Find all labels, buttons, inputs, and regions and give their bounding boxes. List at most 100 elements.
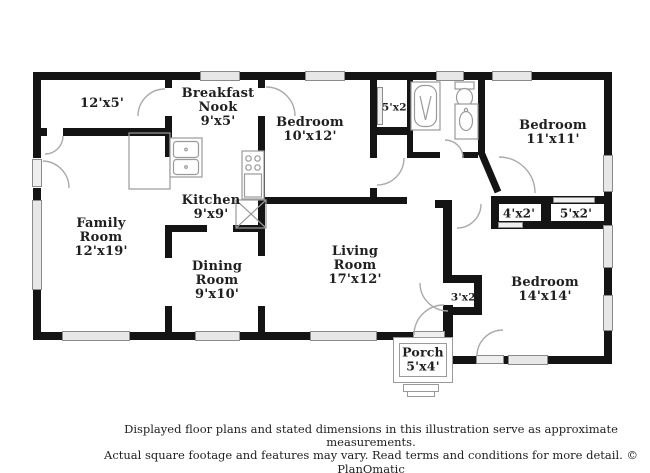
room-label-porch: Porch 5'x4' (402, 344, 444, 373)
door-arc (44, 135, 64, 155)
wall (462, 152, 478, 158)
window (603, 225, 613, 268)
bathtub (410, 81, 441, 131)
room-name: Breakfast (181, 85, 255, 101)
wall (370, 188, 377, 204)
door-leaf (476, 355, 504, 364)
room-name: Room (195, 272, 239, 288)
wall (41, 128, 47, 136)
kitchen-sink (169, 137, 203, 178)
wall (258, 80, 265, 88)
room-dims: 10'x12' (283, 129, 337, 144)
room-dims: 3'x2' (450, 291, 480, 304)
wall (541, 196, 551, 229)
door-arc (456, 203, 482, 229)
wall (258, 116, 265, 256)
wall-outer-right (604, 72, 612, 364)
window (508, 355, 548, 365)
room-label-family-room: Family Room 12'x19' (74, 215, 127, 259)
wall-diagonal (477, 150, 502, 194)
room-label-dining-room: Dining Room 9'x10' (191, 258, 243, 303)
room-name: Living (331, 243, 379, 259)
window (305, 71, 345, 81)
door-arc (137, 88, 166, 117)
porch-outline-inner (399, 343, 447, 377)
bathroom-sink (454, 103, 479, 140)
wall (165, 116, 172, 157)
room-name: Family (76, 215, 126, 231)
wall (445, 307, 482, 315)
room-label-bedroom-10x12: Bedroom 10'x12' (276, 114, 344, 144)
window (195, 331, 240, 341)
room-label-bedroom-11x11: Bedroom 11'x11' (519, 117, 587, 147)
room-name: Nook (198, 99, 238, 115)
wall (407, 152, 440, 158)
room-name: Porch (402, 344, 444, 360)
wall (478, 80, 485, 155)
room-dims: 11'x11' (526, 132, 580, 147)
room-label-breakfast-nook: Breakfast Nook 9'x5' (181, 85, 255, 129)
wall (370, 80, 377, 158)
door-arc (42, 160, 70, 189)
closet-door (553, 197, 595, 203)
door-arc (265, 86, 296, 117)
room-label-living-room: Living Room 17'x12' (328, 243, 382, 288)
disclaimer-line-1: Displayed floor plans and stated dimensi… (124, 422, 618, 450)
room-dims: 5'x2' (381, 101, 411, 114)
room-label-closet-12x5: 12'x5' (79, 95, 125, 111)
closet-door (498, 222, 523, 228)
door-arc (376, 157, 405, 186)
room-label-bedroom-14x14: Bedroom 14'x14' (511, 274, 579, 304)
window (32, 200, 42, 290)
room-name: Bedroom (511, 274, 579, 290)
wall (258, 306, 265, 332)
wall (63, 128, 172, 136)
window (310, 331, 377, 341)
wall (491, 196, 499, 229)
window (200, 71, 240, 81)
room-label-closet-5x2: 5'x2' (559, 206, 593, 221)
window (436, 71, 464, 81)
room-name: Bedroom (519, 117, 587, 133)
wall (165, 80, 172, 88)
room-name: Room (333, 257, 377, 273)
wall (491, 221, 604, 229)
wall (407, 80, 413, 152)
wall (474, 275, 482, 315)
room-dims: 5'x4' (406, 358, 440, 373)
wall (451, 275, 482, 283)
kitchen-counter (128, 132, 171, 190)
room-name: Kitchen (181, 192, 241, 208)
porch-step (407, 391, 435, 397)
window (62, 331, 130, 341)
disclaimer: Displayed floor plans and stated dimensi… (92, 422, 650, 473)
room-label-kitchen: Kitchen 9'x9' (181, 192, 241, 222)
wall (370, 127, 413, 135)
room-dims: 12'x5' (79, 95, 125, 111)
room-dims: 4'x2' (502, 206, 536, 221)
wall (165, 306, 172, 332)
closet-door (377, 87, 383, 125)
room-label-closet-3x2: 3'x2' (450, 291, 480, 304)
wall (443, 200, 452, 283)
room-dims: 9'x10' (194, 287, 240, 303)
toilet (454, 81, 475, 90)
door-leaf (32, 159, 42, 187)
wall-outer-bottom-left (33, 332, 452, 340)
room-dims: 5'x2' (559, 206, 593, 221)
window (603, 155, 613, 192)
room-label-closet-5x2-bath: 5'x2' (381, 101, 411, 114)
wall (165, 225, 207, 232)
door-arc (444, 139, 464, 159)
room-name: Dining (191, 258, 243, 274)
room-label-closet-4x2: 4'x2' (502, 206, 536, 221)
wall-step-connector (443, 305, 453, 364)
room-dims: 14'x14' (518, 289, 572, 304)
wall (165, 232, 172, 258)
room-dims: 17'x12' (328, 272, 382, 288)
disclaimer-line-2: Actual square footage and features may v… (104, 448, 638, 473)
room-name: Bedroom (276, 114, 344, 130)
wall (233, 225, 265, 232)
room-name: Room (79, 229, 123, 245)
